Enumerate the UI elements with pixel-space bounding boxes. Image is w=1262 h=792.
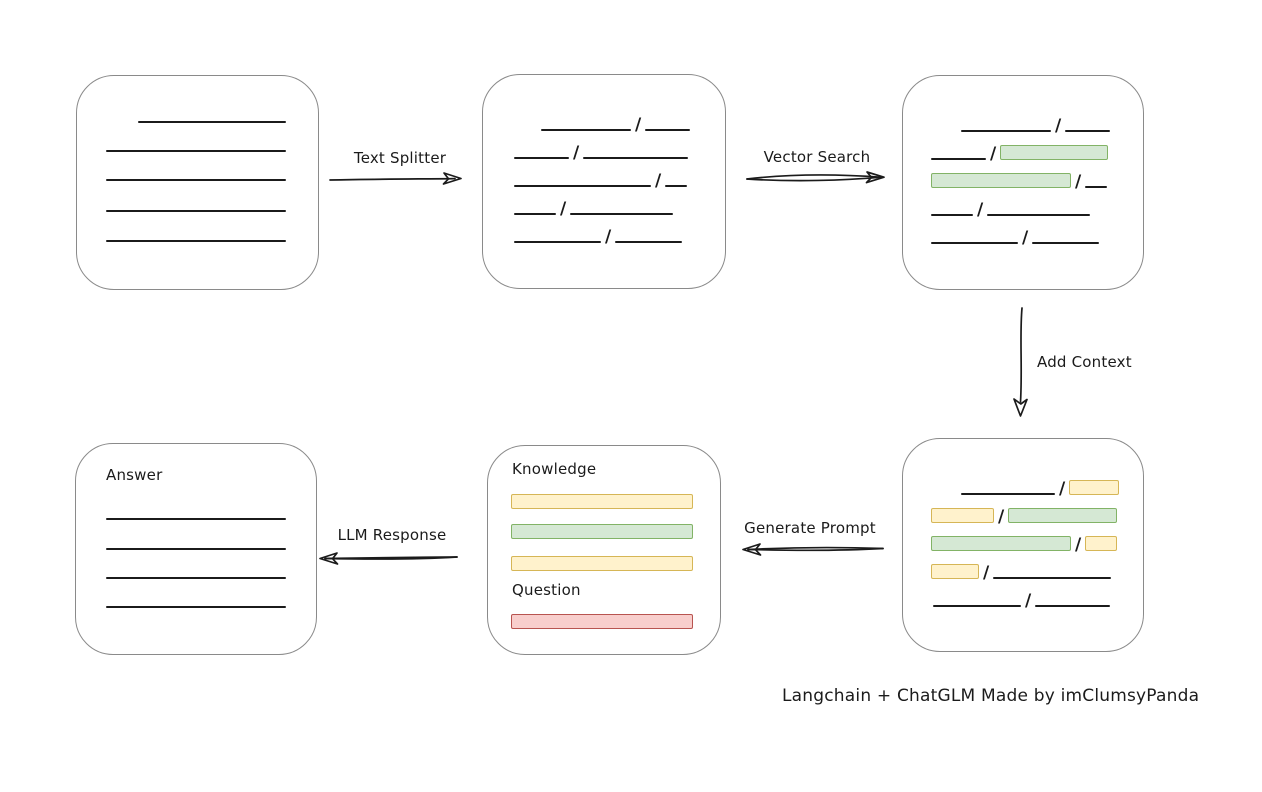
slash-separator: /	[560, 199, 567, 219]
chunks-box: / / / / /	[482, 74, 726, 289]
text-line	[1065, 130, 1111, 132]
text-splitter-arrow	[329, 172, 462, 185]
text-line	[106, 240, 286, 242]
slash-separator: /	[1075, 172, 1082, 192]
slash-separator: /	[605, 227, 612, 247]
question-bar-red	[511, 614, 693, 629]
text-line	[933, 605, 1021, 607]
chunk-row: /	[903, 140, 1143, 164]
chunk-row: /	[903, 224, 1143, 248]
add-context-label: Add Context	[1037, 353, 1132, 371]
slash-separator: /	[573, 143, 580, 163]
text-line	[541, 129, 631, 131]
text-line	[138, 121, 286, 123]
context-box: / / / / /	[902, 438, 1144, 652]
answer-box: Answer	[75, 443, 317, 655]
chunk-row: /	[903, 531, 1143, 555]
chunk-row: /	[483, 167, 725, 191]
chunk-row: /	[483, 111, 725, 135]
text-line	[514, 241, 601, 243]
text-line	[1032, 242, 1100, 244]
generate-prompt-arrow	[742, 543, 884, 556]
matched-chunk-green	[931, 173, 1071, 188]
slash-separator: /	[1022, 228, 1029, 248]
question-chunk-yellow	[1069, 480, 1120, 495]
text-line	[570, 213, 674, 215]
text-line	[987, 214, 1091, 216]
text-line	[645, 129, 691, 131]
text-line	[931, 158, 986, 160]
text-line	[106, 150, 286, 152]
matched-chunk-green	[931, 536, 1071, 551]
text-line	[106, 577, 286, 579]
text-line	[1035, 605, 1111, 607]
text-line	[514, 185, 651, 187]
slash-separator: /	[1075, 535, 1082, 555]
knowledge-bar-yellow	[511, 556, 693, 571]
text-line	[583, 157, 689, 159]
add-context-arrow	[1013, 307, 1028, 417]
diagram-caption: Langchain + ChatGLM Made by imClumsyPand…	[782, 686, 1200, 706]
chunk-row: /	[903, 196, 1143, 220]
slash-separator: /	[983, 563, 990, 583]
slash-separator: /	[655, 171, 662, 191]
text-line	[106, 210, 286, 212]
chunk-row: /	[483, 195, 725, 219]
slash-separator: /	[998, 507, 1005, 527]
text-line	[665, 185, 688, 187]
text-line	[931, 214, 973, 216]
text-line	[106, 606, 286, 608]
text-splitter-label: Text Splitter	[353, 149, 447, 167]
text-line	[931, 242, 1018, 244]
question-chunk-yellow	[1085, 536, 1118, 551]
chunk-row: /	[903, 168, 1143, 192]
slash-separator: /	[977, 200, 984, 220]
text-line	[961, 493, 1055, 495]
slash-separator: /	[635, 115, 642, 135]
llm-response-label: LLM Response	[337, 526, 447, 544]
slash-separator: /	[990, 144, 997, 164]
vector-search-label: Vector Search	[763, 148, 871, 166]
question-label: Question	[512, 581, 581, 599]
knowledge-bar-green	[511, 524, 693, 539]
prompt-box: Knowledge Question	[487, 445, 721, 655]
text-line	[514, 213, 556, 215]
chunk-row: /	[483, 139, 725, 163]
text-line	[106, 179, 286, 181]
text-line	[993, 577, 1112, 579]
chunk-row: /	[903, 112, 1143, 136]
text-line	[961, 130, 1051, 132]
text-line	[106, 548, 286, 550]
text-line	[615, 241, 683, 243]
knowledge-label: Knowledge	[512, 460, 597, 478]
matched-chunk-green	[1000, 145, 1109, 160]
search-results-box: / / / / /	[902, 75, 1144, 290]
slash-separator: /	[1025, 591, 1032, 611]
question-chunk-yellow	[931, 564, 979, 579]
chunk-row: /	[903, 475, 1143, 499]
chunk-row: /	[903, 559, 1143, 583]
chunk-row: /	[483, 223, 725, 247]
question-chunk-yellow	[931, 508, 994, 523]
text-line	[106, 518, 286, 520]
knowledge-bar-yellow	[511, 494, 693, 509]
llm-response-arrow	[319, 552, 458, 565]
slash-separator: /	[1055, 116, 1062, 136]
generate-prompt-label: Generate Prompt	[744, 519, 876, 537]
matched-chunk-green	[1008, 508, 1118, 523]
answer-label: Answer	[106, 466, 163, 484]
vector-search-arrow	[746, 171, 885, 184]
chunk-row: /	[903, 503, 1143, 527]
text-line	[514, 157, 569, 159]
document-box	[76, 75, 319, 290]
chunk-row: /	[903, 587, 1143, 611]
text-line	[1085, 186, 1108, 188]
slash-separator: /	[1059, 479, 1066, 499]
